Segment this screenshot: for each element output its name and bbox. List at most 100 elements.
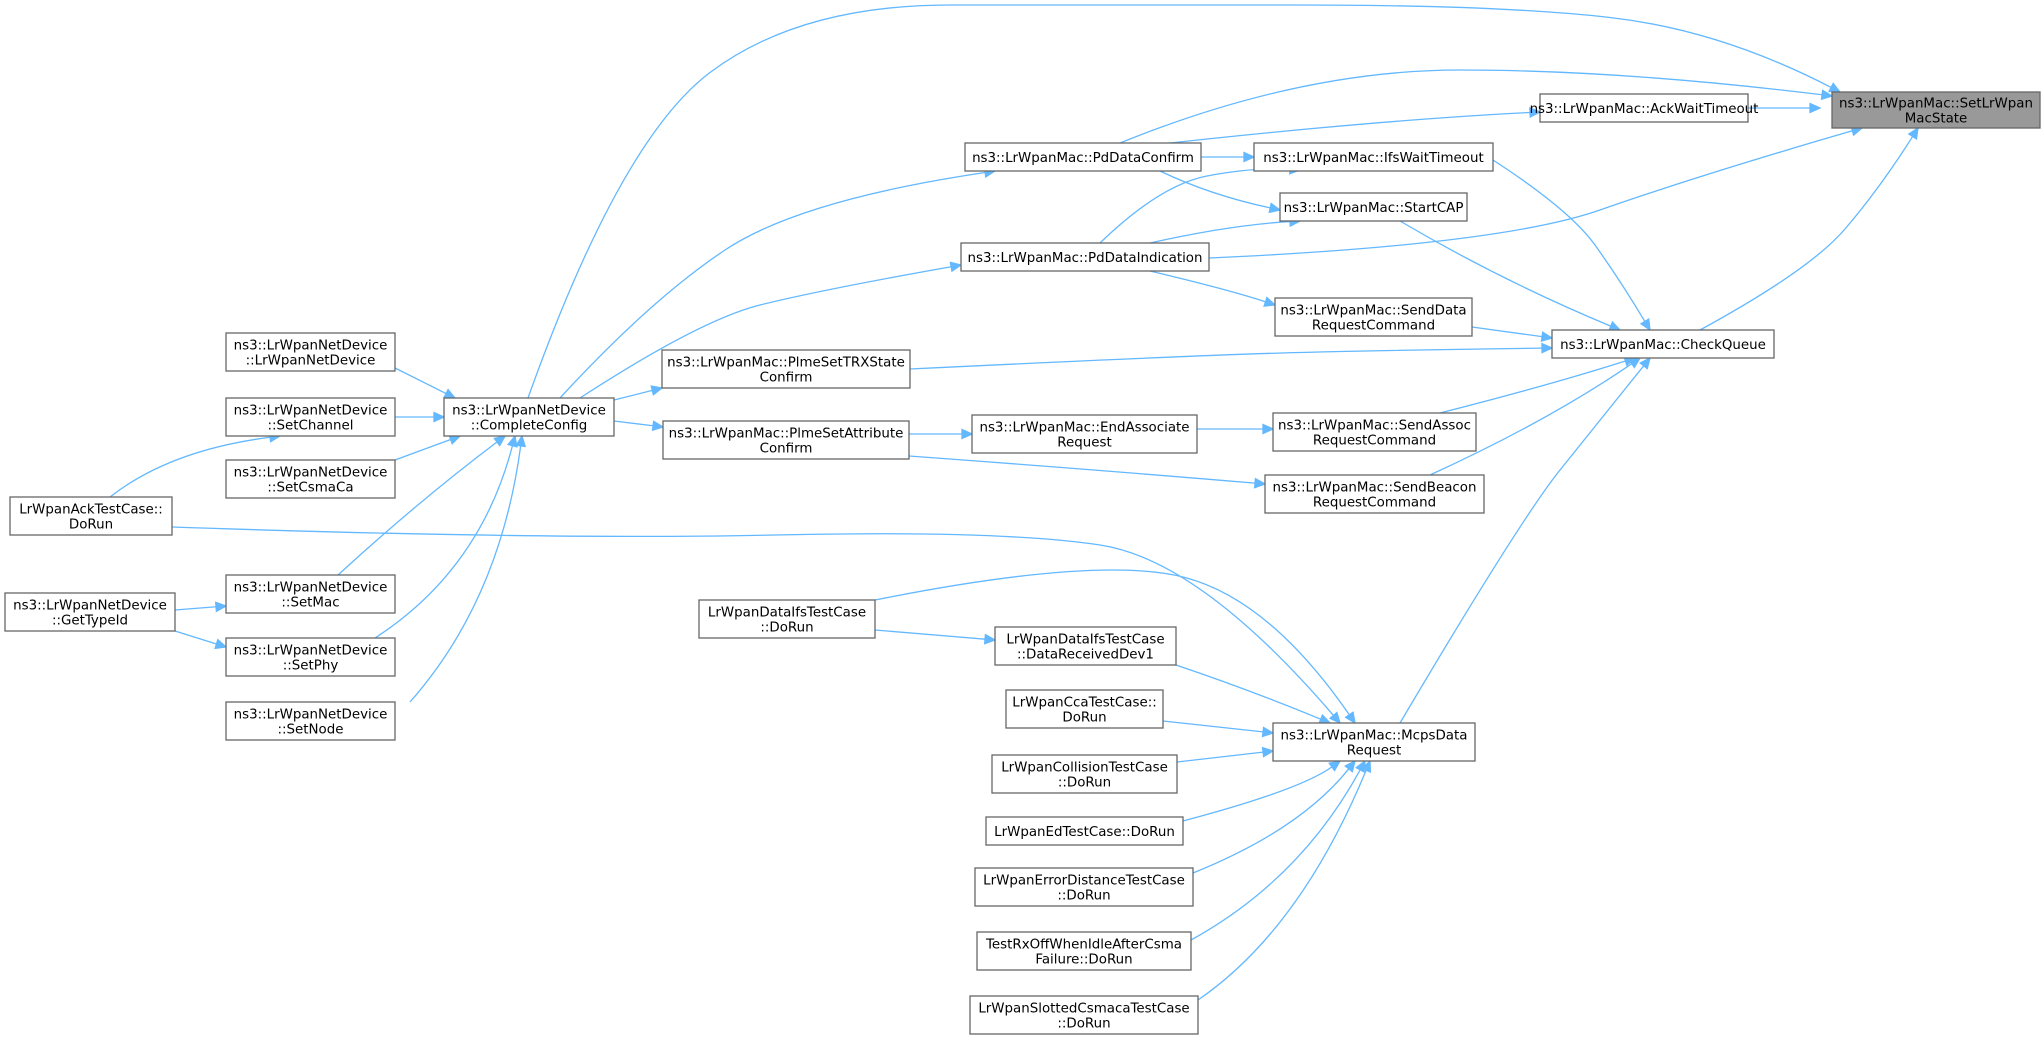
node-box	[1005, 689, 1164, 729]
arrowhead	[650, 385, 664, 396]
arrowhead	[506, 434, 518, 448]
node-collisiondorun[interactable]: LrWpanCollisionTestCase::DoRun	[991, 754, 1178, 794]
node-label: MacState	[1905, 112, 1968, 127]
node-setnode[interactable]: ns3::LrWpanNetDevice::SetNode	[225, 701, 396, 741]
node-ackwaittimeout[interactable]: ns3::LrWpanMac::AckWaitTimeout	[1530, 93, 1759, 123]
node-lrwpannetdevice[interactable]: ns3::LrWpanNetDevice::LrWpanNetDevice	[225, 332, 396, 372]
node-pddataconfirm[interactable]: ns3::LrWpanMac::PdDataConfirm	[964, 142, 1202, 172]
node-label: ns3::LrWpanMac::PdDataConfirm	[972, 151, 1194, 166]
node-setmac[interactable]: ns3::LrWpanNetDevice::SetMac	[225, 574, 396, 614]
arrowhead	[1243, 151, 1256, 163]
node-gettypeid[interactable]: ns3::LrWpanNetDevice::GetTypeId	[4, 592, 176, 632]
node-box	[225, 459, 396, 499]
nodes-layer: ns3::LrWpanMac::SetLrWpanMacStatens3::Lr…	[4, 91, 2041, 1035]
edge-ccadorun-to-mcpsdatarequest	[1162, 720, 1275, 738]
node-label: DoRun	[69, 518, 113, 533]
edge-endassociaterequest-to-sendassocrequestcommand	[1197, 423, 1275, 435]
node-box	[9, 496, 173, 536]
node-box	[225, 574, 396, 614]
edge-setcsmaca-to-completeconfig	[394, 434, 462, 461]
node-box	[971, 414, 1198, 454]
node-label: LrWpanCcaTestCase::	[1012, 696, 1156, 711]
node-checkqueue[interactable]: ns3::LrWpanMac::CheckQueue	[1551, 329, 1775, 359]
node-label: ns3::LrWpanMac::PlmeSetAttribute	[669, 427, 904, 442]
node-startcap[interactable]: ns3::LrWpanMac::StartCAP	[1279, 192, 1468, 222]
node-pddataindication[interactable]: ns3::LrWpanMac::PdDataIndication	[960, 242, 1210, 272]
edge-datareceiveddev1-to-mcpsdatarequest	[1175, 664, 1332, 725]
node-setcsmaca[interactable]: ns3::LrWpanNetDevice::SetCsmaCa	[225, 459, 396, 499]
node-label: Confirm	[760, 442, 813, 457]
edge-pddataconfirm-to-ackwaittimeout	[1169, 107, 1542, 144]
arrowhead	[1628, 357, 1642, 369]
edge-pddataindication-to-startcap	[1149, 216, 1302, 244]
node-label: ns3::LrWpanMac::PlmeSetTRXState	[667, 356, 905, 371]
node-label: ns3::LrWpanMac::McpsData	[1281, 729, 1468, 744]
node-box	[4, 592, 176, 632]
node-box	[985, 816, 1184, 846]
arrowhead	[443, 388, 457, 399]
arrowhead	[1529, 107, 1542, 119]
edge-completeconfig-to-pddataindication	[579, 261, 963, 399]
node-label: ::DoRun	[1057, 1017, 1110, 1032]
node-label: ns3::LrWpanMac::StartCAP	[1284, 201, 1464, 216]
node-errordistancedorun[interactable]: LrWpanErrorDistanceTestCase::DoRun	[974, 867, 1194, 907]
arrowhead	[1318, 713, 1332, 725]
node-label: TestRxOffWhenIdleAfterCsma	[985, 938, 1182, 953]
node-ackdorun[interactable]: LrWpanAckTestCase::DoRun	[9, 496, 173, 536]
node-box	[1264, 474, 1485, 514]
arrowhead	[1360, 759, 1372, 773]
node-label: ns3::LrWpanMac::IfsWaitTimeout	[1263, 151, 1483, 166]
edge-collisiondorun-to-mcpsdatarequest	[1176, 746, 1275, 763]
node-label: ns3::LrWpanNetDevice	[234, 581, 388, 596]
node-datareceiveddev1[interactable]: LrWpanDataIfsTestCase::DataReceivedDev1	[994, 626, 1177, 666]
arrowhead	[1328, 711, 1342, 725]
node-completeconfig[interactable]: ns3::LrWpanNetDevice::CompleteConfig	[443, 397, 615, 437]
node-label: ::CompleteConfig	[471, 419, 588, 434]
node-eddorun[interactable]: LrWpanEdTestCase::DoRun	[985, 816, 1184, 846]
node-label: ns3::LrWpanMac::PdDataIndication	[968, 251, 1203, 266]
edge-plmesetattributeconfirm-to-endassociaterequest	[909, 428, 974, 440]
node-label: Failure::DoRun	[1035, 953, 1132, 968]
arrowhead	[515, 434, 527, 448]
node-slottedcsmacadorun[interactable]: LrWpanSlottedCsmacaTestCase::DoRun	[969, 995, 1199, 1035]
node-label: ns3::LrWpanNetDevice	[234, 644, 388, 659]
arrowhead	[983, 633, 997, 645]
node-ifswaittimeout[interactable]: ns3::LrWpanMac::IfsWaitTimeout	[1253, 142, 1494, 172]
arrowhead	[1907, 126, 1919, 140]
node-box	[974, 867, 1194, 907]
node-label: ns3::LrWpanNetDevice	[234, 339, 388, 354]
edge-dataifsdorun-to-datareceiveddev1	[874, 629, 997, 645]
node-setchannel[interactable]: ns3::LrWpanNetDevice::SetChannel	[225, 397, 396, 437]
node-label: DoRun	[1062, 711, 1106, 726]
arrowhead	[1540, 331, 1554, 343]
node-dataifsdorun[interactable]: LrWpanDataIfsTestCase::DoRun	[698, 599, 876, 639]
edge-checkqueue-to-setlrwpanmacstate	[1699, 126, 1919, 331]
node-setphy[interactable]: ns3::LrWpanNetDevice::SetPhy	[225, 637, 396, 677]
arrowhead	[1344, 759, 1356, 773]
edge-pddataconfirm-to-ifswaittimeout	[1201, 151, 1256, 163]
node-box	[994, 626, 1177, 666]
node-ccadorun[interactable]: LrWpanCcaTestCase::DoRun	[1005, 689, 1164, 729]
edge-gettypeid-to-setmac	[174, 601, 228, 613]
node-label: ns3::LrWpanMac::SendData	[1280, 304, 1466, 319]
arrowhead	[1261, 746, 1275, 758]
node-label: ns3::LrWpanMac::SendBeacon	[1273, 481, 1477, 496]
arrowhead	[1820, 89, 1834, 101]
node-box	[1274, 297, 1473, 337]
node-label: ns3::LrWpanMac::SetLrWpan	[1839, 97, 2033, 112]
node-label: RequestCommand	[1312, 319, 1435, 334]
node-label: ns3::LrWpanMac::SendAssoc	[1278, 419, 1471, 434]
edge-plmesetattributeconfirm-to-sendbeaconrequestcommand	[908, 455, 1267, 489]
node-box	[225, 701, 396, 741]
arrowhead	[1608, 320, 1622, 331]
